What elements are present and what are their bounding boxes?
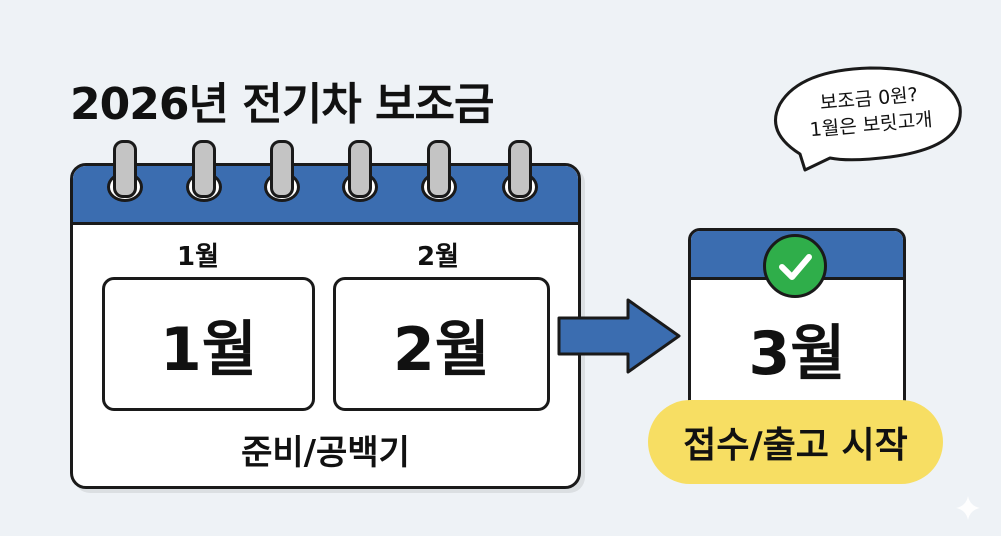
month-box-feb: 2월 <box>333 277 550 411</box>
binder-ring-icon <box>508 140 532 198</box>
sparkle-icon <box>956 496 980 520</box>
month-label-feb: 2월 <box>416 242 459 272</box>
check-circle-icon <box>763 234 827 298</box>
binder-ring-icon <box>348 140 372 198</box>
gap-period-caption: 준비/공백기 <box>241 433 410 473</box>
calendar-header <box>73 166 578 225</box>
binder-ring-icon <box>427 140 451 198</box>
arrow-right-icon <box>557 298 681 374</box>
month-box-jan: 1월 <box>102 277 315 411</box>
month-march: 3월 <box>748 319 846 389</box>
binder-ring-icon <box>270 140 294 198</box>
speech-bubble <box>774 66 962 172</box>
page-title: 2026년 전기차 보조금 <box>70 79 494 130</box>
month-label-jan: 1월 <box>176 242 219 272</box>
start-caption-badge: 접수/출고 시작 <box>648 400 943 484</box>
binder-ring-icon <box>192 140 216 198</box>
binder-ring-icon <box>113 140 137 198</box>
